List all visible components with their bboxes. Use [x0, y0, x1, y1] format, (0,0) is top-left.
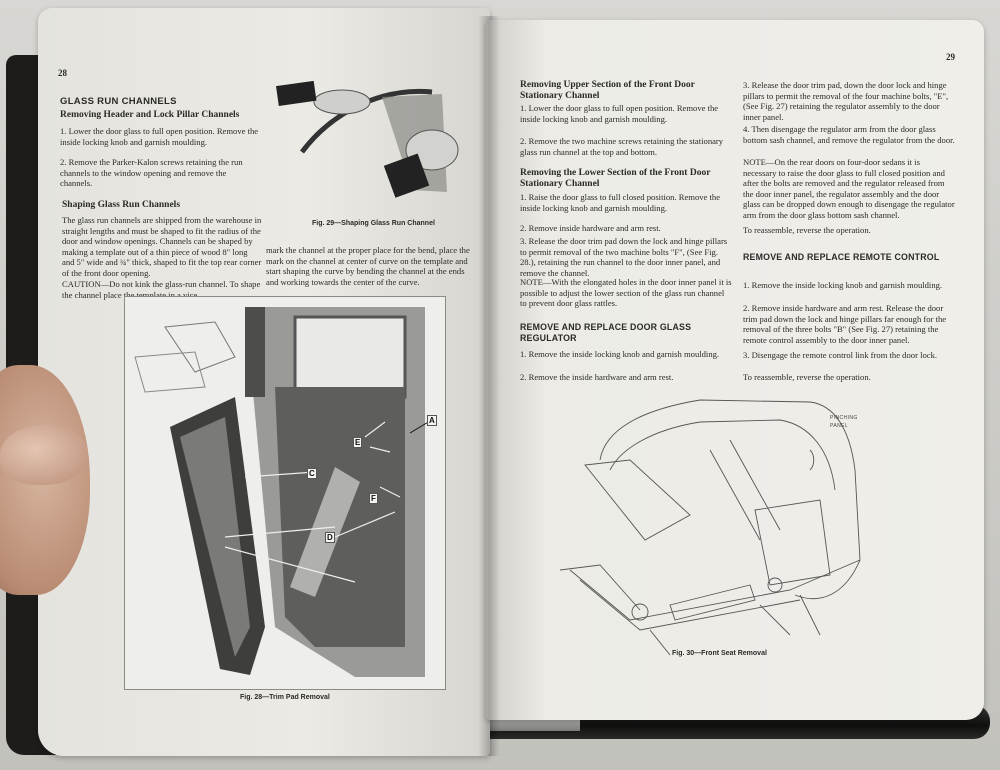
left-page-number: 28 — [58, 68, 67, 78]
fig28-photo: A E C F D — [124, 296, 446, 690]
door-photo — [125, 297, 445, 689]
fig28-label-d: D — [325, 532, 335, 543]
section-title-door-glass-regulator: REMOVE AND REPLACE DOOR GLASS REGULATOR — [520, 322, 692, 343]
fig28-label-c: C — [307, 468, 317, 479]
paragraph: 1. Raise the door glass to full closed p… — [520, 192, 721, 213]
paragraph: The glass run channels are shipped from … — [62, 215, 262, 278]
paragraph: 1. Remove the inside locking knob and ga… — [520, 349, 720, 359]
paragraph: 2. Remove inside hardware and arm rest. … — [743, 303, 947, 345]
paragraph: 2. Remove the inside hardware and arm re… — [520, 372, 674, 382]
fig30-drawing — [560, 399, 861, 656]
section-title-remote-control: REMOVE AND REPLACE REMOTE CONTROL — [743, 252, 940, 262]
paragraph: 1. Lower the door glass to full open pos… — [520, 103, 719, 124]
paragraph: 2. Remove the two machine screws retaini… — [520, 136, 724, 157]
fig30-label-pinching-panel: PINCHING PANEL — [830, 415, 858, 429]
subsection-title-shaping: Shaping Glass Run Channels — [62, 200, 181, 210]
fig29-caption: Fig. 29—Shaping Glass Run Channel — [312, 220, 435, 227]
note: NOTE—With the elongated holes in the doo… — [520, 277, 732, 308]
fig28-label-a: A — [427, 415, 437, 426]
fig28-label-f: F — [369, 493, 378, 504]
section-title-glass-run-channels: GLASS RUN CHANNELS — [60, 96, 177, 107]
fig28-caption: Fig. 28—Trim Pad Removal — [240, 694, 330, 701]
note: NOTE—On the rear doors on four-door seda… — [743, 157, 955, 220]
fig30-caption: Fig. 30—Front Seat Removal — [672, 650, 767, 657]
paragraph: 3. Release the door trim pad down the lo… — [520, 236, 728, 278]
paragraph: To reassemble, reverse the operation. — [743, 372, 871, 382]
section-title-upper-stationary: Removing Upper Section of the Front Door… — [520, 80, 695, 101]
book-spine-shadow — [478, 16, 500, 756]
paragraph: To reassemble, reverse the operation. — [743, 225, 871, 235]
paragraph: 1. Remove the inside locking knob and ga… — [743, 280, 943, 290]
right-page — [486, 20, 984, 720]
subsection-title-header-lock-pillar: Removing Header and Lock Pillar Channels — [60, 110, 240, 120]
paragraph: 3. Release the door trim pad, down the d… — [743, 80, 949, 122]
thumb — [0, 425, 88, 485]
paragraph-continued: mark the channel at the proper place for… — [266, 245, 470, 287]
paragraph: 2. Remove the Parker-Kalon screws retain… — [60, 157, 243, 188]
fig29-illustration — [276, 80, 459, 198]
paragraph: 3. Disengage the remote control link fro… — [743, 350, 938, 360]
paragraph: 4. Then disengage the regulator arm from… — [743, 124, 955, 145]
paragraph: 1. Lower the door glass to full open pos… — [60, 126, 259, 147]
section-title-lower-stationary: Removing the Lower Section of the Front … — [520, 168, 711, 189]
paragraph: CAUTION—Do not kink the glass-run channe… — [62, 279, 261, 300]
paragraph: 2. Remove inside hardware and arm rest. — [520, 223, 661, 233]
right-page-number: 29 — [946, 52, 955, 62]
fig28-label-e: E — [353, 437, 363, 448]
